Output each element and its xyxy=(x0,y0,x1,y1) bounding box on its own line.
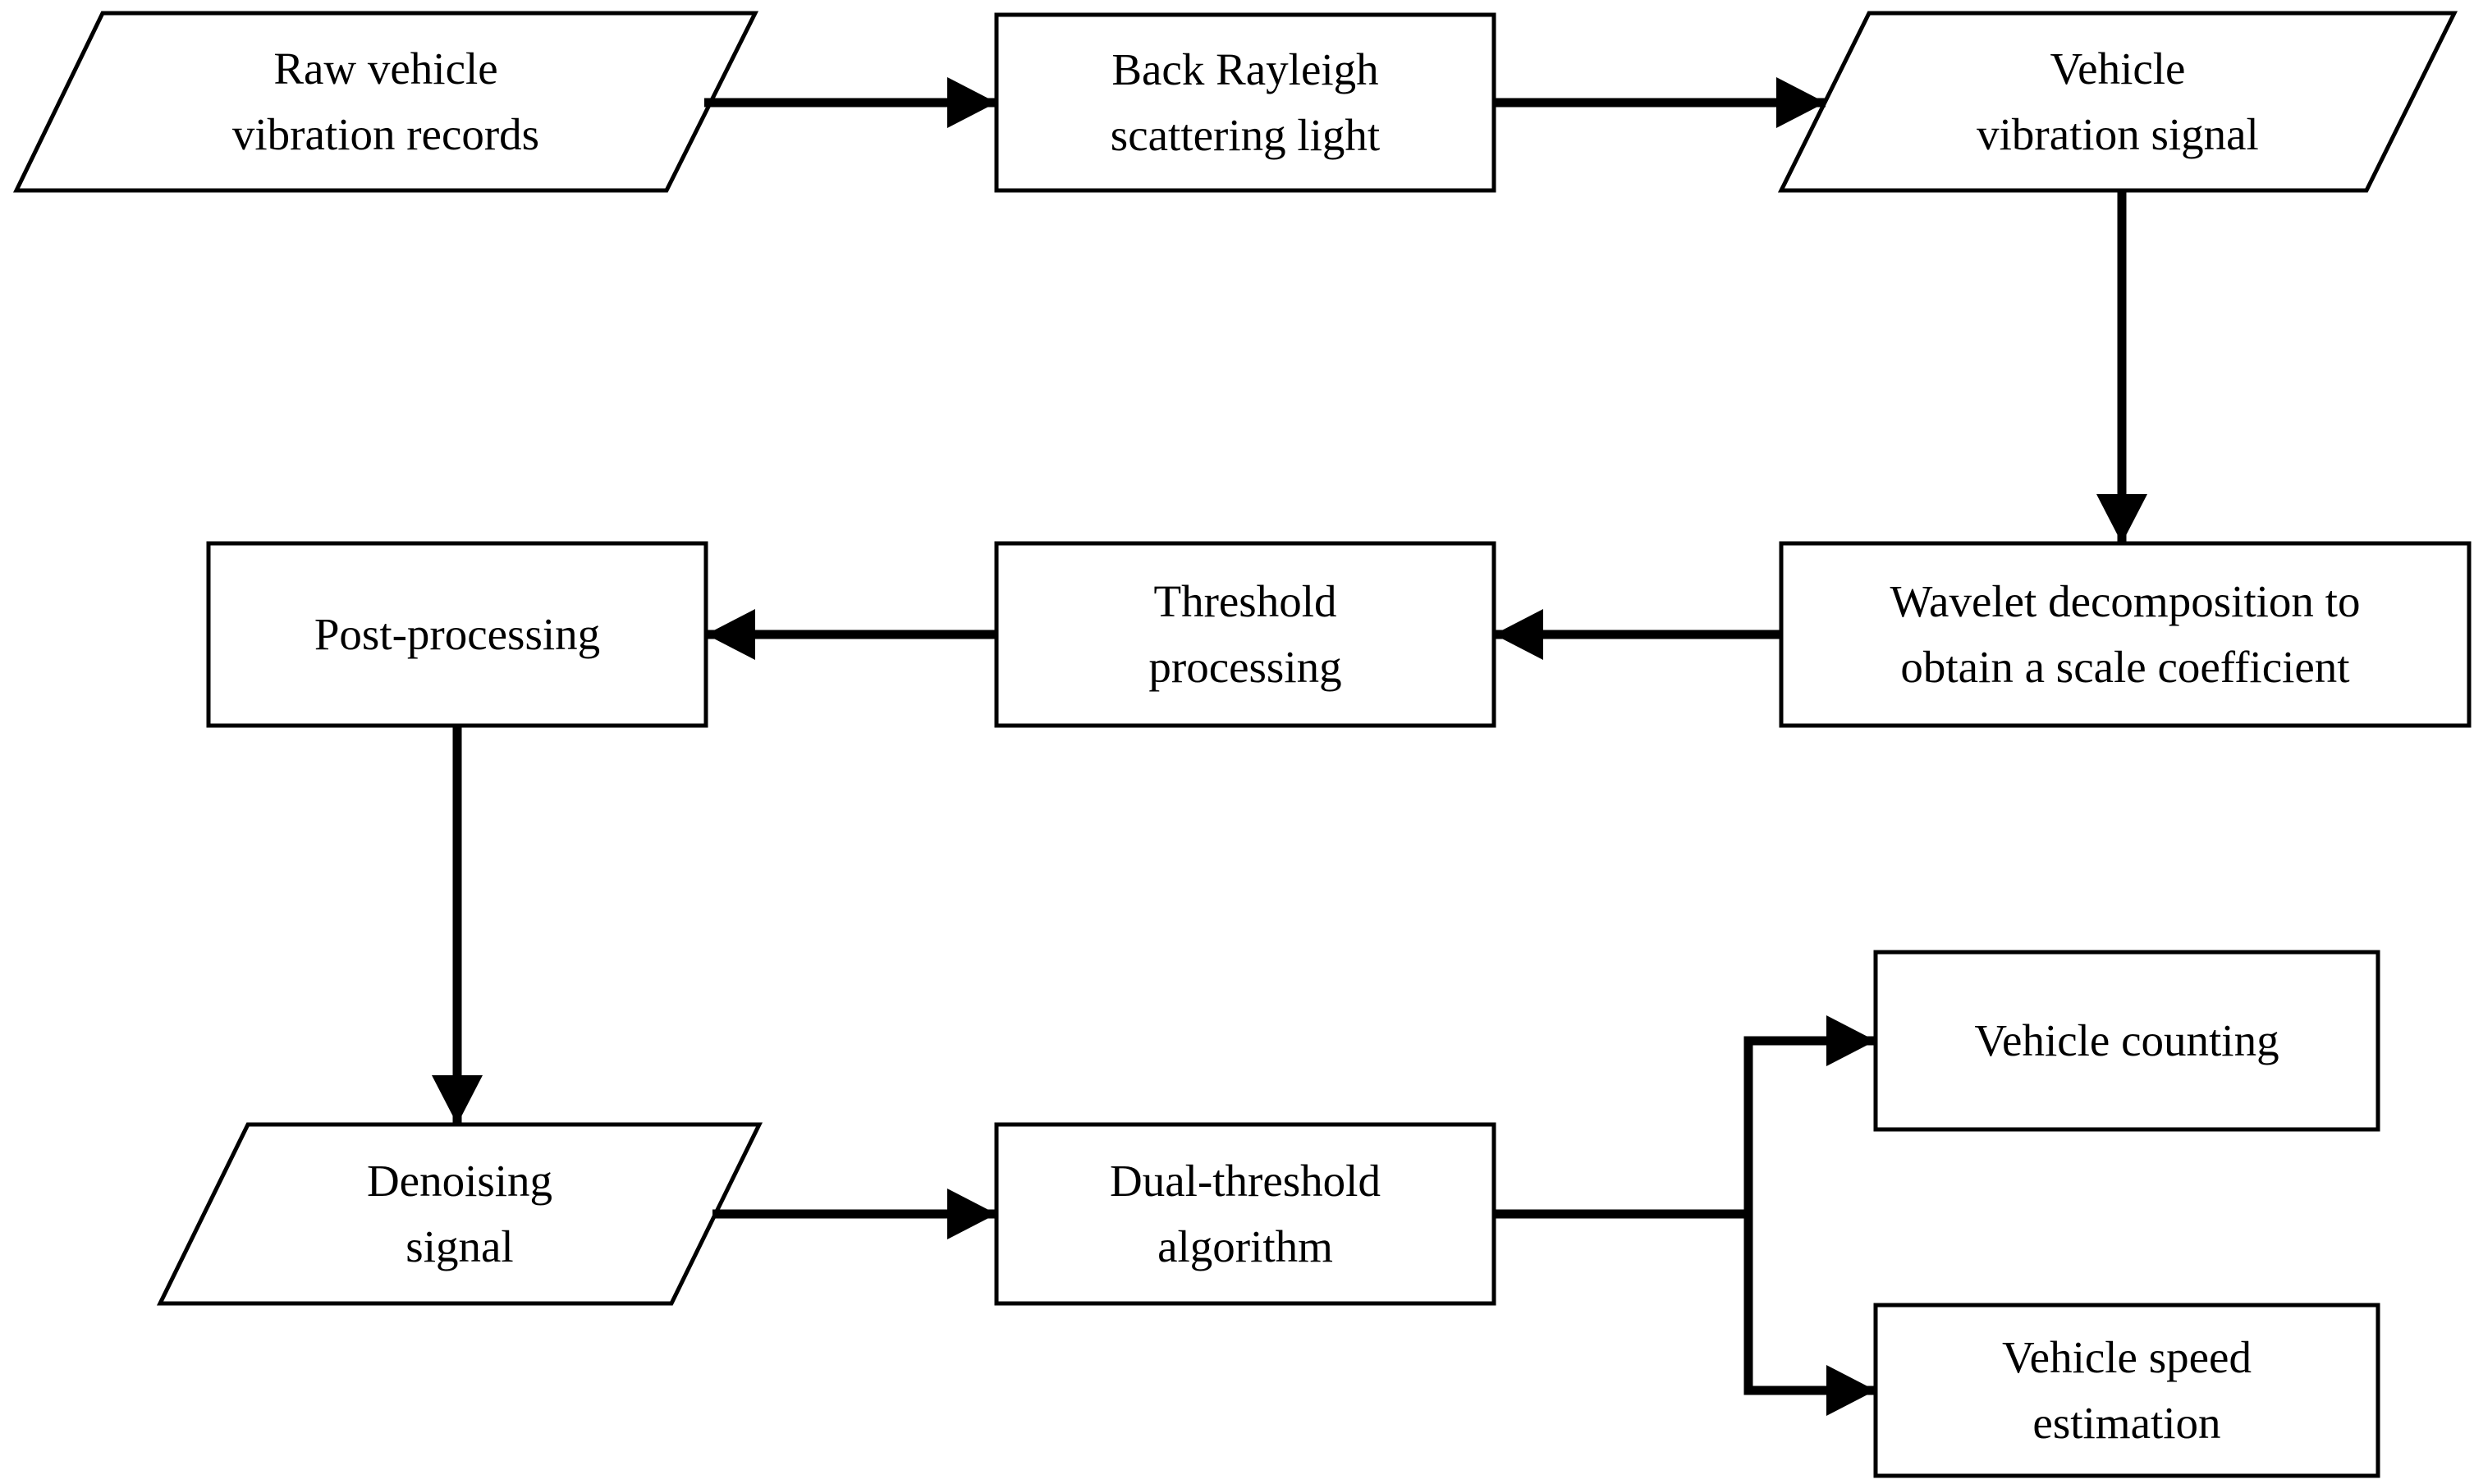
vehicle-speed-shape xyxy=(1873,1303,2380,1478)
dual-threshold-shape xyxy=(994,1122,1496,1306)
vehicle-counting-shape xyxy=(1873,950,2380,1132)
vehicle-signal-shape xyxy=(1777,11,2458,193)
raw-records-shape xyxy=(13,11,759,193)
back-rayleigh-shape xyxy=(994,12,1496,193)
arrow-dual-threshold-to-vehicle-counting xyxy=(1494,1015,1876,1219)
post-processing-shape xyxy=(206,541,708,728)
denoising-shape xyxy=(156,1122,763,1306)
arrow-dual-threshold-to-vehicle-speed xyxy=(1743,1214,1876,1416)
threshold-shape xyxy=(994,541,1496,728)
wavelet-shape xyxy=(1779,541,2472,728)
